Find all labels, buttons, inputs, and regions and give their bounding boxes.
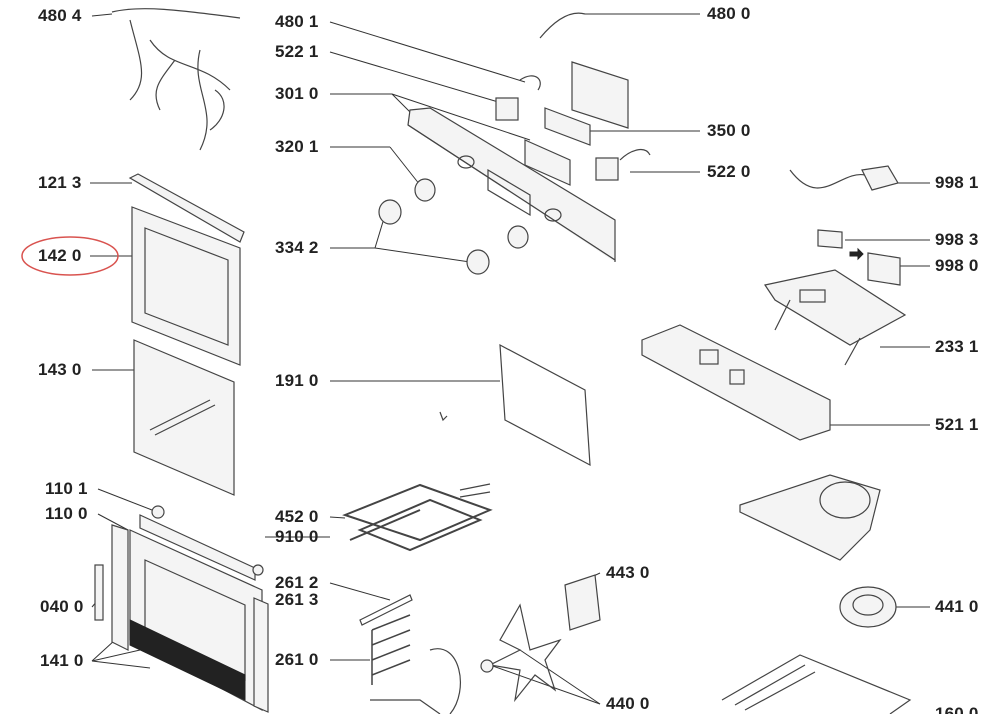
door-trim: [128, 173, 245, 243]
part-label-480-4[interactable]: 480 4: [38, 6, 82, 25]
door-seal: [439, 343, 591, 467]
bracket-233: [764, 269, 907, 366]
part-label-320-1[interactable]: 320 1: [275, 137, 319, 156]
highlight-circle: [21, 236, 119, 276]
fan-motor-441: [839, 586, 897, 628]
part-label-143-0[interactable]: 143 0: [38, 360, 82, 379]
part-label-301-0[interactable]: 301 0: [275, 84, 319, 103]
part-label-350-0[interactable]: 350 0: [707, 121, 751, 140]
part-label-121-3[interactable]: 121 3: [38, 173, 82, 192]
part-label-998-3[interactable]: 998 3: [935, 230, 979, 249]
part-label-910-0[interactable]: 910 0: [275, 527, 319, 546]
part-label-998-0[interactable]: 998 0: [935, 256, 979, 275]
leader-lines: [90, 13, 930, 705]
part-label-334-2[interactable]: 334 2: [275, 238, 319, 257]
part-label-261-2[interactable]: 261 2: [275, 573, 319, 592]
part-label-191-0[interactable]: 191 0: [275, 371, 319, 390]
part-label-998-1[interactable]: 998 1: [935, 173, 979, 192]
part-label-480-0[interactable]: 480 0: [707, 4, 751, 23]
modules-998: [817, 229, 901, 286]
wiring-harness: [111, 8, 241, 151]
part-label-040-0[interactable]: 040 0: [40, 597, 84, 616]
part-label-522-1[interactable]: 522 1: [275, 42, 319, 61]
part-label-110-1[interactable]: 110 1: [45, 479, 88, 498]
fan-cover: [739, 474, 881, 561]
part-label-261-3[interactable]: 261 3: [275, 590, 319, 609]
part-label-443-0[interactable]: 443 0: [606, 563, 650, 582]
part-label-261-0[interactable]: 261 0: [275, 650, 319, 669]
part-label-521-1[interactable]: 521 1: [935, 415, 979, 434]
cable-sensor: [789, 165, 899, 191]
inner-door-glass: [131, 206, 241, 366]
circuit-board: [641, 324, 831, 441]
part-label-480-1[interactable]: 480 1: [275, 12, 319, 31]
control-panel: [407, 12, 651, 262]
fan-assembly: [480, 574, 601, 703]
shelf-supports: [359, 594, 461, 714]
part-label-522-0[interactable]: 522 0: [707, 162, 751, 181]
heating-element: [342, 483, 493, 552]
part-label-452-0[interactable]: 452 0: [275, 507, 319, 526]
part-label-233-1[interactable]: 233 1: [935, 337, 979, 356]
part-label-440-0[interactable]: 440 0: [606, 694, 650, 713]
middle-door-glass: [133, 339, 235, 496]
knobs: [378, 178, 529, 275]
grill-rack: [721, 654, 912, 714]
outer-door: [94, 505, 269, 713]
part-label-110-0[interactable]: 110 0: [45, 504, 88, 523]
part-label-142-0[interactable]: 142 0: [38, 246, 82, 265]
part-label-141-0[interactable]: 141 0: [40, 651, 84, 670]
part-label-441-0[interactable]: 441 0: [935, 597, 979, 616]
part-label-160-0[interactable]: 160 0: [935, 704, 979, 714]
